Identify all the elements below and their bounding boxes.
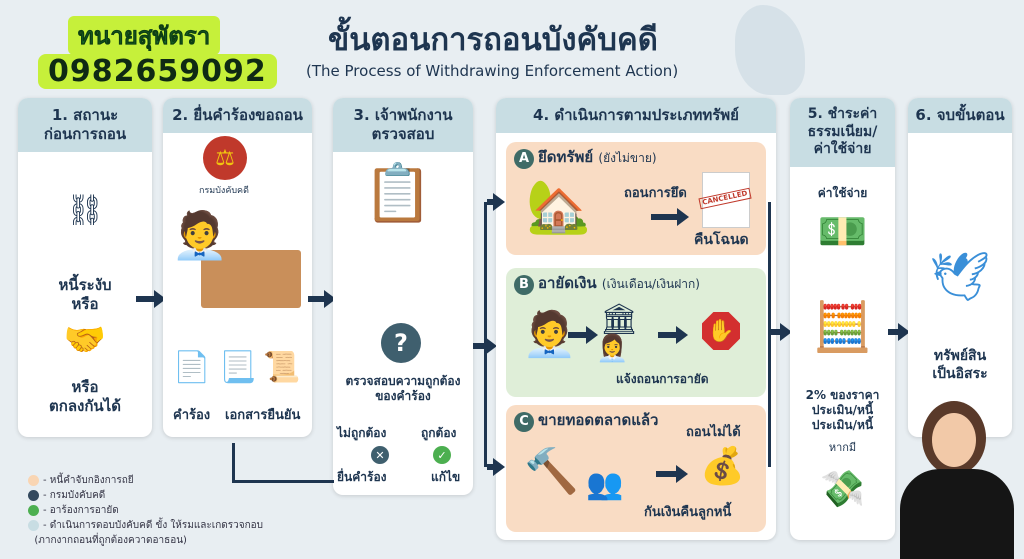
broken-chain-icon: ⛓ <box>65 193 105 228</box>
expense-label: ค่าใช้จ่าย <box>817 186 868 200</box>
badge-a: A <box>514 149 534 169</box>
doc-confirm-label: เอกสารยืนยัน <box>225 408 301 423</box>
cash-register-icon: 🧮 <box>812 299 873 355</box>
panel-b-note: (เงินเดือน/เงินฝาก) <box>601 277 700 291</box>
stop-sign-icon: ✋ <box>702 312 740 350</box>
step-2-card: 2. ยื่นคำร้องขอถอน ⚖ กรมบังคับคดี 🧑‍💼 📄 … <box>163 98 312 437</box>
bank-icon: 🏛 <box>600 302 639 337</box>
step-1-settle: หรือ ตกลงกันได้ <box>49 378 121 415</box>
step-3-title: 3. เจ้าพนักงาน ตรวจสอบ <box>333 98 473 152</box>
arrow-a <box>651 208 689 226</box>
if-any-label: หากมี <box>828 441 857 454</box>
panel-a-result: คืนโฉนด <box>694 232 749 248</box>
legend-swatch <box>28 489 39 501</box>
step-3-card: 3. เจ้าพนักงาน ตรวจสอบ 📋 ? ตรวจสอบความถู… <box>333 98 473 495</box>
brand-phone: 0982659092 <box>38 54 277 89</box>
arrow-b2 <box>658 326 688 344</box>
legend-swatch <box>28 519 39 531</box>
counter-desk <box>201 250 301 308</box>
arrow-4-5 <box>770 323 792 341</box>
legend-item: - กรมบังคับคดี <box>28 488 263 503</box>
arrow-b1 <box>568 326 598 344</box>
department-seal-icon: ⚖ <box>203 136 247 180</box>
coins-cash-icon: 💵 <box>817 209 868 255</box>
arrow-to-a <box>487 193 505 211</box>
page-subtitle: (The Process of Withdrawing Enforcement … <box>306 62 679 80</box>
gavel-auction-icon: 🔨 <box>524 446 579 497</box>
correct-label: ถูกต้อง <box>421 426 457 440</box>
legend: - หนี้คำจับกอิงการถยี - กรมบังคับคดี - อ… <box>28 473 263 548</box>
legend-item: - หนี้คำจับกอิงการถยี <box>28 473 263 488</box>
officer-person-icon: 🧑‍💼 <box>171 208 229 262</box>
question-icon: ? <box>381 323 421 363</box>
cancelled-stamp: CANCELLED <box>698 187 752 210</box>
document-icon: 📃 <box>219 350 257 385</box>
arrow-1-2 <box>136 290 166 308</box>
thailand-map-graphic <box>735 5 805 95</box>
bidders-icon: 👥 <box>586 467 624 502</box>
x-icon: ✕ <box>371 446 389 464</box>
resubmit-label: ยื่นคำร้อง <box>337 470 387 484</box>
step-1-card: 1. สถานะ ก่อนการถอน ⛓ หนี้ระงับ หรือ 🤝 ห… <box>18 98 152 437</box>
step-4-title: 4. ดำเนินการตามประเภททรัพย์ <box>496 98 776 133</box>
fix-label: แก้ไข <box>431 470 461 484</box>
step-1-debt: หนี้ระงับ หรือ <box>58 276 112 313</box>
panel-c-action: ถอนไม่ได้ <box>686 425 741 440</box>
money-calculator-icon: 💸 <box>820 469 865 510</box>
step-6-card: 6. จบขั้นตอน 🕊 ทรัพย์สิน เป็นอิสระ <box>908 98 1012 437</box>
panel-a-action: ถอนการยึด <box>624 186 687 201</box>
handshake-icon: 🤝 <box>63 320 107 360</box>
panel-b-result: แจ้งถอนการอายัด <box>616 372 709 386</box>
dove-key-icon: 🕊 <box>929 249 991 305</box>
legend-swatch <box>28 504 39 516</box>
money-bag-icon: 💰 <box>700 446 745 487</box>
presenter-photo <box>890 395 1024 559</box>
legend-swatch <box>28 474 39 486</box>
office-label: กรมบังคับคดี <box>199 186 249 196</box>
fee-label: 2% ของราคา ประเมิน/หนี้ ประเมิน/หนี้ <box>805 388 880 432</box>
badge-c: C <box>514 412 534 432</box>
arrow-to-c <box>487 458 505 476</box>
clerk-icon: 👩‍💼 <box>596 334 629 364</box>
check-icon: ✓ <box>433 446 451 464</box>
check-label: ตรวจสอบความถูกต้อง ของคำร้อง <box>345 374 461 403</box>
panel-c-title: ขายทอดตลาดแล้ว <box>538 411 659 429</box>
panel-a-title: ยึดทรัพย์ <box>538 148 594 166</box>
brand-name: ทนายสุพัตรา <box>68 16 221 55</box>
document-icon: 📄 <box>173 350 211 385</box>
step-1-title: 1. สถานะ ก่อนการถอน <box>18 98 152 152</box>
legend-item: - อาร้องการอายัด <box>28 503 263 518</box>
doc-petition-label: คำร้อง <box>173 408 211 423</box>
branch-line <box>484 202 487 467</box>
panel-b-title: อายัดเงิน <box>538 274 597 292</box>
panel-c-result: กันเงินคืนลูกหนี้ <box>644 505 732 520</box>
step-6-title: 6. จบขั้นตอน <box>908 98 1012 133</box>
step-6-result: ทรัพย์สิน เป็นอิสระ <box>932 348 988 382</box>
step-5-title: 5. ชำระค่า ธรรมเนียม/ ค่าใช้จ่าย <box>790 98 895 167</box>
page-title: ขั้นตอนการถอนบังคับคดี <box>328 22 658 58</box>
arrow-3-4 <box>473 337 497 355</box>
badge-b: B <box>514 275 534 295</box>
arrow-5-6 <box>888 323 910 341</box>
clipboard-magnifier-icon: 📋 <box>363 161 433 226</box>
certificate-icon: 📜 <box>263 350 301 385</box>
legend-item: - ดำเนินการดอบบังคับคดี ขั้ง ให้รมและเกด… <box>28 518 263 548</box>
merge-line <box>768 202 771 467</box>
arrow-2-3 <box>308 290 336 308</box>
deed-document: CANCELLED <box>698 172 752 228</box>
incorrect-label: ไม่ถูกต้อง <box>337 426 387 440</box>
step-5-card: 5. ชำระค่า ธรรมเนียม/ ค่าใช้จ่าย ค่าใช้จ… <box>790 98 895 540</box>
house-icon: 🏡 <box>526 177 591 237</box>
resubmit-loop-line <box>232 443 334 483</box>
step-2-title: 2. ยื่นคำร้องขอถอน <box>163 98 312 133</box>
businessman-icon: 🧑‍💼 <box>522 309 577 360</box>
arrow-c <box>656 465 688 483</box>
panel-a-note: (ยังไม่ขาย) <box>598 151 657 165</box>
